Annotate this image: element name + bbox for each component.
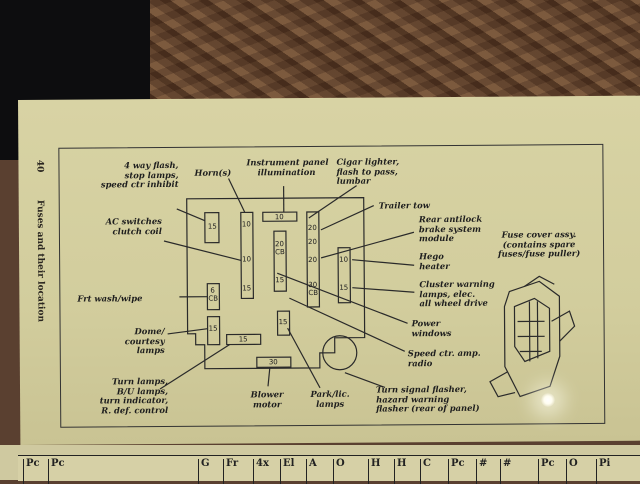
fuse-value-turn: 15 [239, 335, 248, 343]
label-4-way-flash: 4 way flash,stop lamps,speed ctr inhibit [78, 161, 178, 190]
fuse-value-antilock: 20 [308, 256, 317, 264]
table-header: Pc [448, 459, 473, 484]
fuse-value-hego2: 15 [339, 284, 348, 292]
label-speed-ctr: Speed ctr. amp.radio [408, 349, 481, 369]
table-header: El [280, 459, 305, 484]
table-header: O [566, 459, 591, 484]
fuse-value-horn-top: 10 [242, 220, 251, 228]
fuse-value-cb2-b: CB [308, 289, 318, 297]
table-header: G [198, 459, 223, 484]
fuse-value-cb1-b: CB [275, 248, 285, 256]
table-header: O [333, 459, 358, 484]
fuse-value-cb2-a: 30 [308, 281, 317, 289]
fuse-value-ac: 10 [242, 255, 251, 263]
fuse-value-cb1-a: 20 [275, 240, 284, 248]
fuse-value-frt-b: CB [208, 295, 218, 303]
table-header: Pc [48, 459, 73, 484]
table-header: Pi [596, 459, 621, 484]
bottom-table: Pc Pc G Fr 4x El A O H H C Pc # # Pc O P… [18, 455, 640, 481]
fuse-value-speed: 15 [279, 318, 288, 326]
fuse-value-blower: 30 [269, 358, 278, 366]
table-header: Pc [538, 459, 563, 484]
label-frt-wash-wipe: Frt wash/wipe [77, 294, 142, 304]
table-header: # [500, 459, 525, 484]
fuse-value-cigar: 20 [308, 224, 317, 232]
fuse-value-frt-a: 6 [210, 287, 215, 295]
table-header: Fr [223, 459, 248, 484]
label-trailer-tow: Trailer tow [379, 201, 430, 211]
fuse-value-horn-bot: 15 [242, 284, 251, 292]
fuse-value-dome: 15 [209, 325, 218, 333]
table-header: # [476, 459, 501, 484]
table-header: Pc [23, 459, 48, 484]
light-glare [541, 393, 555, 407]
fuse-cover-sketch [489, 276, 575, 397]
label-horns: Horn(s) [194, 169, 231, 179]
fuse-value-cb1-c: 15 [275, 276, 284, 284]
table-header: A [306, 459, 331, 484]
table-header: H [368, 459, 393, 484]
label-park-lic-lamps: Park/lic.lamps [305, 390, 355, 409]
fuse-value-instr: 10 [275, 213, 284, 221]
label-turn-lamps: Turn lamps,B/U lamps,turn indicator,R. d… [88, 377, 168, 416]
label-cigar-lighter: Cigar lighter,flash to pass,lumbar [336, 157, 399, 186]
table-header: H [394, 459, 419, 484]
fuse-value-hego: 10 [339, 256, 348, 264]
fuse-value-4way: 15 [208, 223, 217, 231]
table-header: C [420, 459, 445, 484]
table-header: 4x [253, 459, 278, 484]
fuse-value-trailer: 20 [308, 238, 317, 246]
